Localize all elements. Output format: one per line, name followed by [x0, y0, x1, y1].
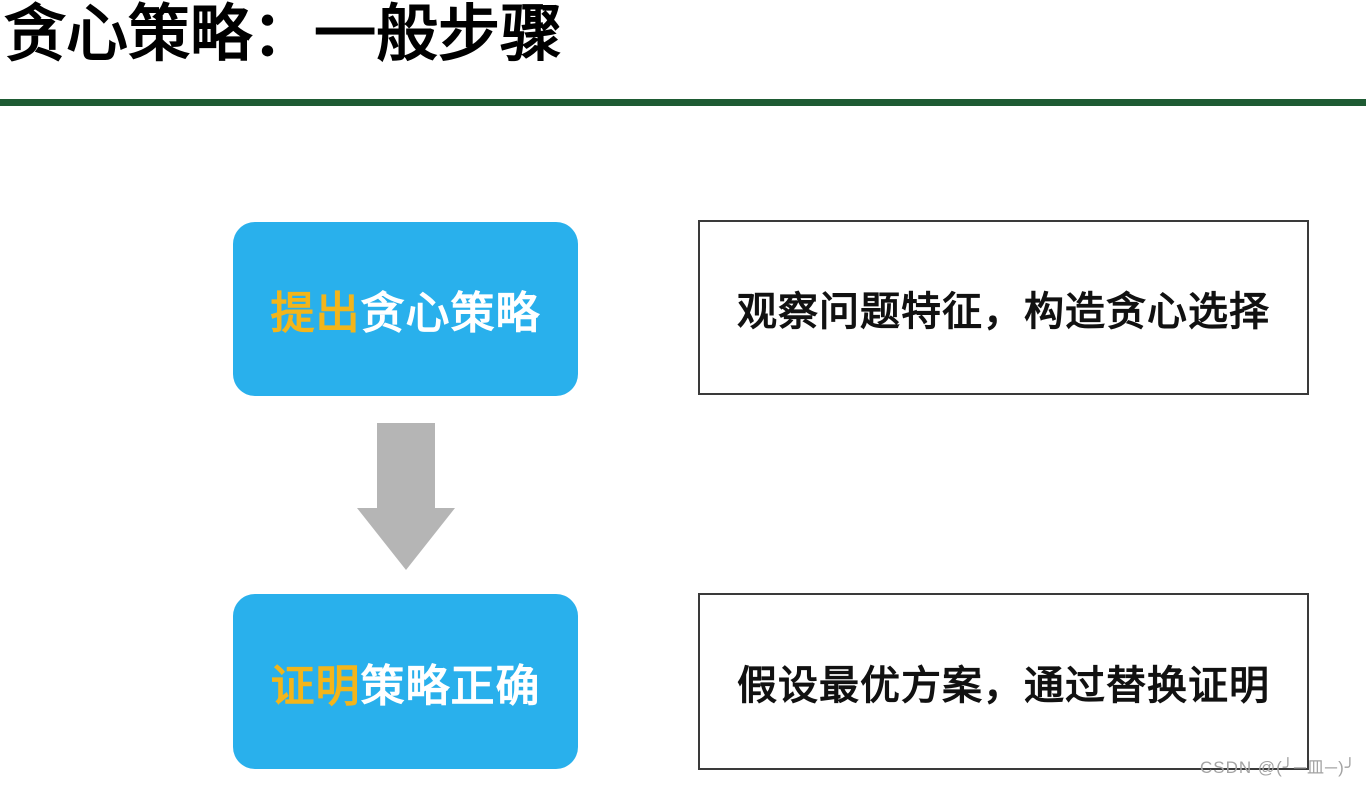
- page-title: 贪心策略：一般步骤: [4, 0, 563, 69]
- step-badge-propose: 提出贪心策略: [233, 222, 578, 396]
- csdn-watermark: CSDN @(╯─皿─)╯: [1199, 758, 1356, 777]
- step-label-prove: 策略正确: [360, 661, 541, 711]
- step-description-propose: 观察问题特征，构造贪心选择: [737, 289, 1270, 334]
- title-divider: [0, 99, 1366, 106]
- step-highlight-prove: 证明: [270, 661, 361, 711]
- step-badge-prove: 证明策略正确: [233, 594, 578, 769]
- step-label-propose: 贪心策略: [360, 289, 541, 338]
- step-description-box-prove: 假设最优方案，通过替换证明: [698, 593, 1309, 770]
- step-highlight-propose: 提出: [270, 289, 361, 338]
- arrow-stem: [377, 423, 435, 509]
- arrow-head: [357, 508, 455, 570]
- step-description-box-propose: 观察问题特征，构造贪心选择: [698, 220, 1309, 395]
- step-description-prove: 假设最优方案，通过替换证明: [737, 663, 1270, 708]
